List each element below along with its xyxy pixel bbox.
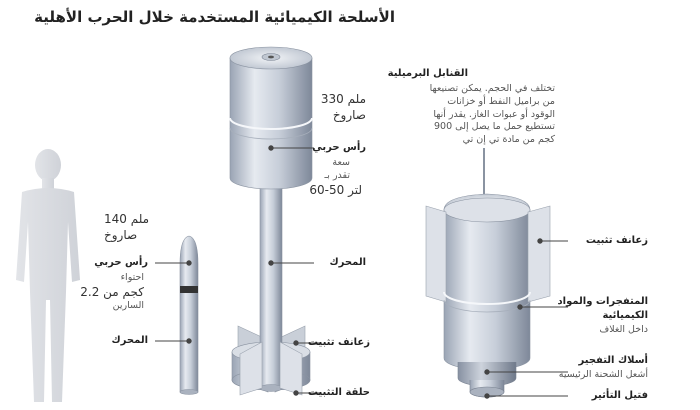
rocket-330-warhead-desc-1: سعة xyxy=(332,157,350,168)
rocket-140-caliber: ملم 140 xyxy=(104,212,150,226)
barrel-bomb-wires-label: أسلاك التفجير xyxy=(578,355,648,366)
barrel-bomb-description: تختلف في الحجم. يمكن تصنيعها من براميل ا… xyxy=(429,83,555,146)
rocket-140mm-drawing xyxy=(179,235,199,395)
rocket-330-engine-label: المحرك xyxy=(329,257,366,268)
rocket-140-type: صاروخ xyxy=(104,228,138,242)
barrel-bomb-explosives-label-2: الكيميائية xyxy=(602,310,648,321)
barrel-bomb-fuse-label: فتيل التأثير xyxy=(591,390,648,401)
barrel-bomb-fins-label: زعانف تثبيت xyxy=(585,235,648,246)
rocket-330-type: صاروخ xyxy=(332,108,366,122)
barrel-bomb-title: القنابل البرميلية xyxy=(387,68,468,79)
rocket-140-warhead-desc-1: احتواء xyxy=(120,272,144,283)
page-title: الأسلحة الكيميائية المستخدمة خلال الحرب … xyxy=(34,8,395,26)
rocket-330mm-drawing xyxy=(229,46,313,396)
rocket-330-warhead-desc-3: لتر 50-60 xyxy=(309,183,362,197)
rocket-140-engine-label: المحرك xyxy=(111,335,148,346)
barrel-bomb-explosives-sub: داخل الغلاف xyxy=(599,324,648,335)
rocket-140-warhead-label: رأس حربي xyxy=(94,257,148,268)
rocket-330-fins-label: زعانف تثبيت xyxy=(307,337,370,348)
rocket-330-ring-label: حلقة التثبيت xyxy=(307,387,370,398)
barrel-bomb-explosives-label-1: المتفجرات والمواد xyxy=(557,296,648,307)
rocket-330-warhead-label: رأس حربي xyxy=(312,142,366,153)
human-silhouette xyxy=(16,149,80,402)
barrel-bomb-wires-sub: أشعل الشحنة الرئيسية xyxy=(558,369,648,380)
barrel-bomb-drawing xyxy=(425,148,551,398)
rocket-330-warhead-desc-2: تقدر بـ xyxy=(324,170,350,181)
leader-lines xyxy=(155,145,568,399)
rocket-140-warhead-desc-2: كجم من 2.2 xyxy=(80,285,144,299)
rocket-140-warhead-desc-3: السارين xyxy=(112,300,144,311)
rocket-330-caliber: ملم 330 xyxy=(320,92,366,106)
